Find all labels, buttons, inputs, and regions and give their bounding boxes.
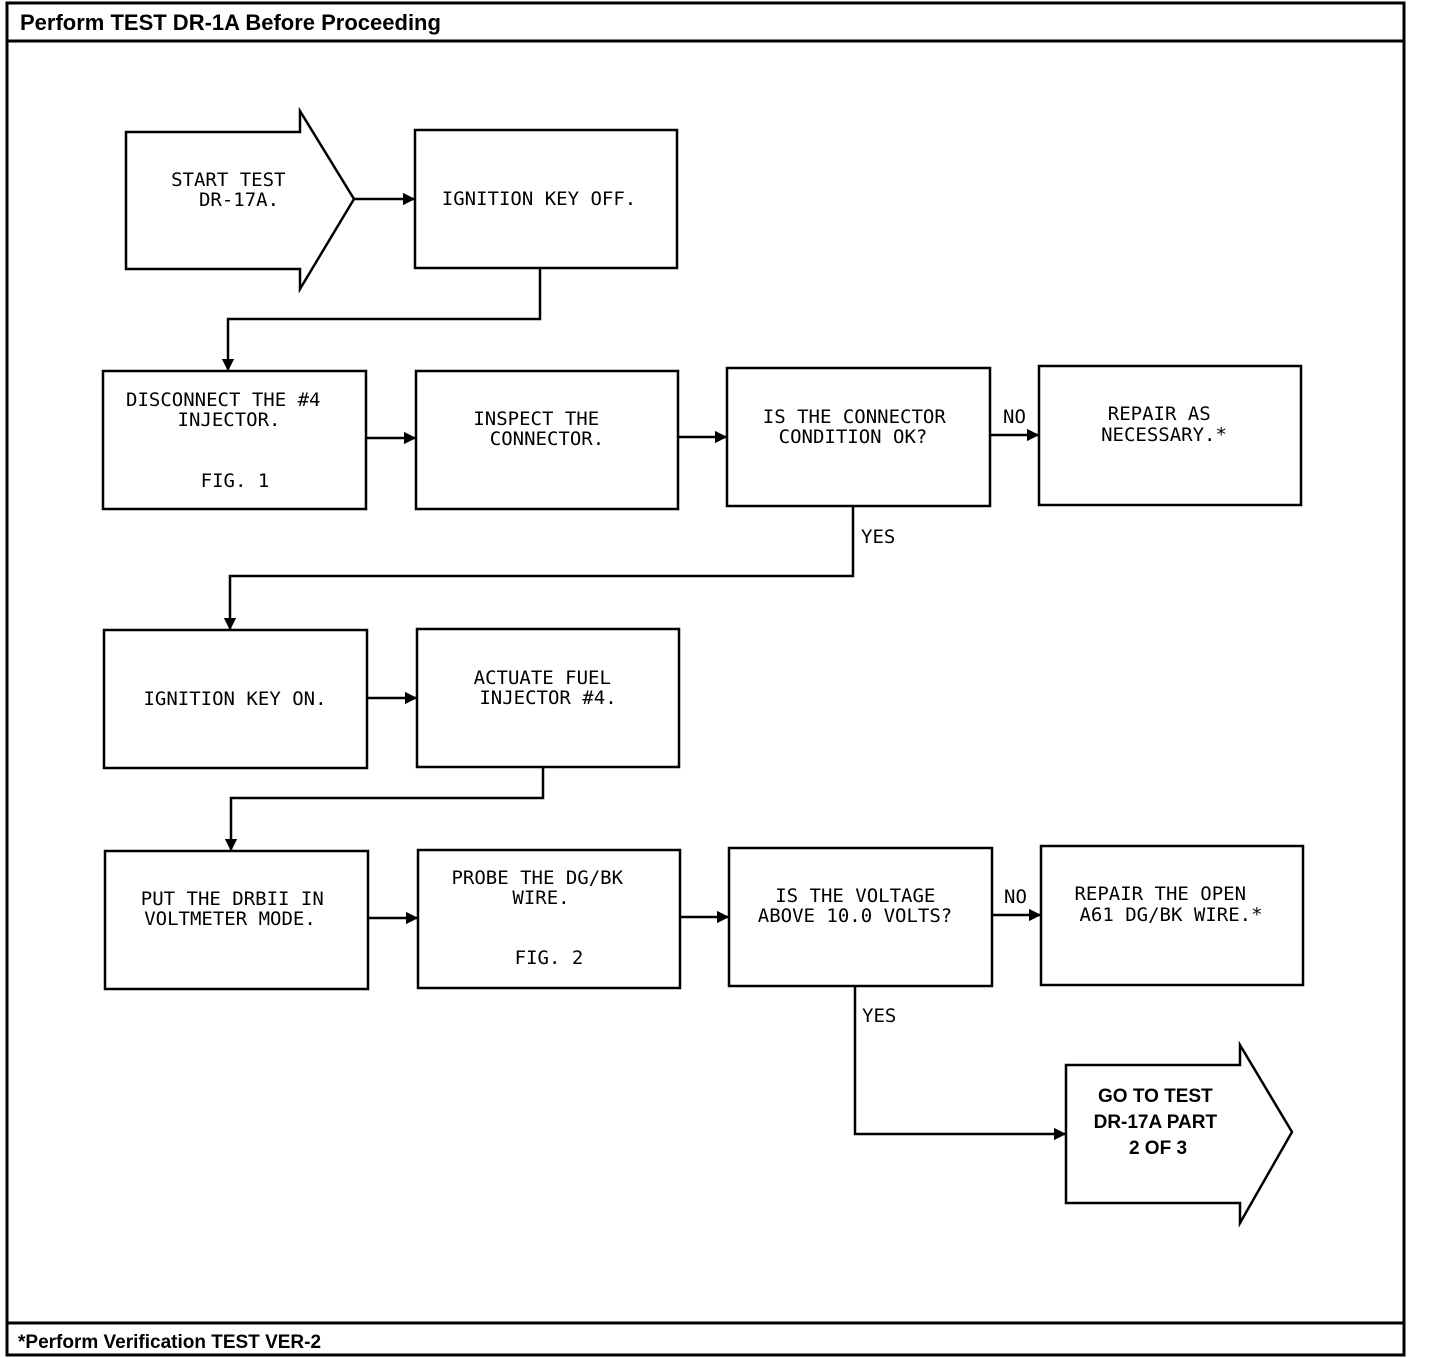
probe-box <box>416 848 682 990</box>
ignition-on-box <box>102 628 369 770</box>
edge-ign-off-to-disconnect <box>221 268 542 372</box>
label-no-1: NO <box>1003 406 1026 428</box>
edge-voltage-yes <box>853 986 1067 1141</box>
actuate-label: ACTUATE FUEL INJECTOR #4. <box>474 667 623 709</box>
ignition-on-label: IGNITION KEY ON. <box>143 688 326 710</box>
repair-necessary-label: REPAIR AS NECESSARY.* <box>1101 403 1227 446</box>
connector-decision-label: IS THE CONNECTOR CONDITION OK? <box>763 406 957 448</box>
start-arrow <box>124 106 356 294</box>
voltage-decision-box <box>727 846 994 988</box>
drbii-line2: VOLTMETER MODE. <box>144 908 316 930</box>
repair-open-wire-line1: REPAIR THE OPEN <box>1074 883 1246 905</box>
probe-line1: PROBE THE DG/BK <box>451 867 623 889</box>
drbii-label: PUT THE DRBII IN VOLTMETER MODE. <box>141 888 335 930</box>
connector-decision-line1: IS THE CONNECTOR <box>763 406 947 428</box>
start-label-line1: START TEST <box>171 169 285 191</box>
actuate-line1: ACTUATE FUEL <box>474 667 611 689</box>
outer-frame <box>5 1 1406 1357</box>
repair-necessary-line1: REPAIR AS <box>1108 403 1211 425</box>
voltage-decision-line2: ABOVE 10.0 VOLTS? <box>758 905 952 927</box>
drbii-line1: PUT THE DRBII IN <box>141 888 324 910</box>
edge-actuate-to-drbii <box>224 767 545 852</box>
connector-decision-line2: CONDITION OK? <box>779 426 928 448</box>
goto-line3: 2 OF 3 <box>1129 1138 1187 1159</box>
probe-fig: FIG. 2 <box>515 947 584 969</box>
repair-open-wire-label: REPAIR THE OPEN A61 DG/BK WIRE.* <box>1074 883 1262 926</box>
goto-line2: DR-17A PART <box>1094 1112 1218 1133</box>
label-yes-1: YES <box>861 526 895 548</box>
voltage-decision-line1: IS THE VOLTAGE <box>775 885 935 907</box>
start-label: START TEST DR-17A. <box>171 169 297 211</box>
drbii-box <box>103 849 370 991</box>
disconnect-line2: INJECTOR. <box>178 409 281 431</box>
actuate-box <box>415 627 681 769</box>
footer-note: *Perform Verification TEST VER-2 <box>18 1332 321 1353</box>
goto-label: GO TO TEST DR-17A PART 2 OF 3 <box>1094 1086 1223 1159</box>
disconnect-box <box>101 369 368 511</box>
repair-open-wire-box <box>1039 844 1305 987</box>
repair-open-wire-line2: A61 DG/BK WIRE.* <box>1079 904 1262 926</box>
goto-arrow <box>1064 1040 1294 1228</box>
probe-label: PROBE THE DG/BK WIRE. <box>451 867 634 909</box>
inspect-line1: INSPECT THE <box>473 408 599 430</box>
probe-line2: WIRE. <box>512 887 569 909</box>
start-label-line2: DR-17A. <box>199 189 279 211</box>
edge-connector-yes <box>223 506 855 631</box>
label-yes-2: YES <box>862 1005 896 1027</box>
actuate-line2: INJECTOR #4. <box>479 687 616 709</box>
label-no-2: NO <box>1004 886 1027 908</box>
disconnect-fig: FIG. 1 <box>201 470 270 492</box>
disconnect-label: DISCONNECT THE #4 INJECTOR. <box>126 389 332 431</box>
repair-necessary-line2: NECESSARY.* <box>1101 424 1227 446</box>
goto-line1: GO TO TEST <box>1098 1086 1213 1107</box>
disconnect-line1: DISCONNECT THE #4 <box>126 389 320 411</box>
inspect-line2: CONNECTOR. <box>490 428 604 450</box>
ignition-off-label: IGNITION KEY OFF. <box>442 188 636 210</box>
inspect-label: INSPECT THE CONNECTOR. <box>473 408 610 450</box>
page-title: Perform TEST DR-1A Before Proceeding <box>20 10 441 35</box>
voltage-decision-label: IS THE VOLTAGE ABOVE 10.0 VOLTS? <box>758 885 952 927</box>
